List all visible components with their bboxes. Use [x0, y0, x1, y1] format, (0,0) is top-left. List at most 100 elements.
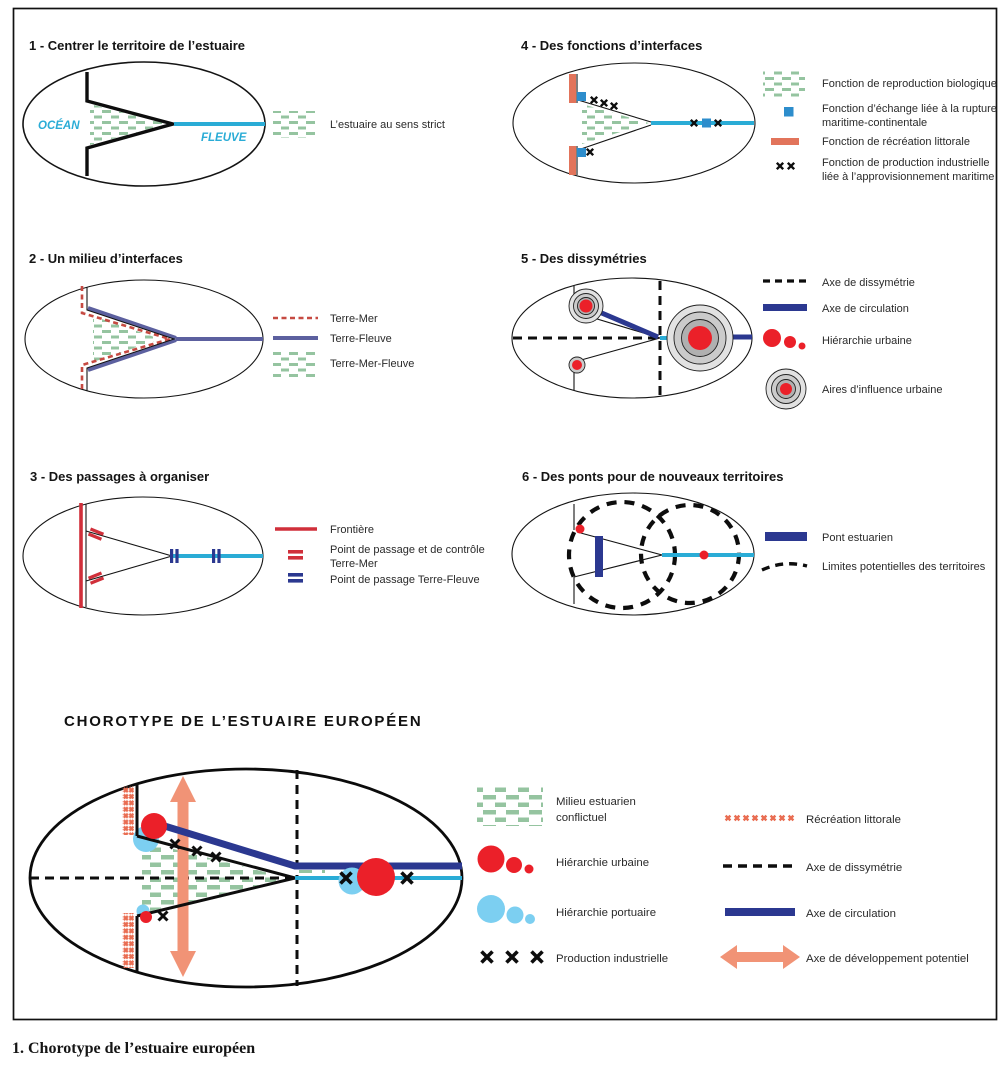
panel-1-legend: L’estuaire au sens strict [273, 111, 445, 138]
legend-label: Axe de circulation [822, 303, 909, 315]
panel-3: 3 - Des passages à organiser Frontière [22, 469, 485, 616]
panel-5-title: 5 - Des dissymétries [521, 251, 647, 266]
terre-mer-dashed-line [80, 286, 175, 392]
legend-label: L’estuaire au sens strict [330, 119, 445, 131]
circulation-axis [156, 820, 462, 870]
panel-4-legend: Fonction de reproduction biologique Fonc… [763, 71, 997, 183]
figure-caption: 1. Chorotype de l’estuaire européen [12, 1040, 255, 1057]
legend-label: liée à l’approvisionnement maritime [822, 171, 994, 183]
salmon-arrow-icon [720, 945, 800, 969]
panel-3-title: 3 - Des passages à organiser [30, 469, 209, 484]
panel-1: 1 - Centrer le territoire de l’estuaire … [22, 38, 445, 187]
city-circle-east-major [357, 858, 395, 896]
legend-label: Hiérarchie urbaine [822, 335, 912, 347]
legend-label: Terre-Mer [330, 558, 378, 570]
navy-bar-icon [765, 532, 807, 541]
chorotype-panel: CHOROTYPE DE L’ESTUAIRE EUROPÉEN [28, 713, 464, 989]
panel-1-title: 1 - Centrer le territoire de l’estuaire [29, 38, 245, 53]
green-dashes-icon [477, 786, 543, 826]
green-dashes-icon [763, 71, 805, 98]
exchange-square [702, 118, 711, 128]
legend-label: Production industrielle [556, 953, 668, 965]
legend-label: Axe de circulation [806, 908, 896, 920]
legend-label: maritime-continentale [822, 117, 927, 129]
legend-label: Point de passage Terre-Fleuve [330, 574, 480, 586]
exchange-square [577, 92, 586, 101]
fleuve-label: FLEUVE [201, 132, 247, 144]
urban-influence-city-large [666, 304, 734, 372]
influence-rings-icon [765, 368, 807, 410]
territory-ellipse [512, 62, 756, 184]
legend-label: Hiérarchie urbaine [556, 857, 649, 869]
navy-line-icon [725, 908, 795, 916]
urban-influence-city [568, 288, 604, 324]
coast-and-funnel-line [86, 287, 176, 391]
coast-and-funnel-line [576, 74, 652, 175]
legend-label: Fonction de récréation littorale [822, 136, 970, 148]
navy-line-icon [763, 304, 807, 311]
panel-6-title: 6 - Des ponts pour de nouveaux territoir… [522, 469, 784, 484]
city-circle-major [141, 813, 167, 839]
chorotype-legend-right: Récréation littorale Axe de dissymétrie … [720, 814, 969, 969]
legend-label: Fonction de reproduction biologique [822, 78, 997, 90]
legend-label: Fonction d’échange liée à la rupture [822, 103, 997, 115]
potential-development-axis-arrow [170, 776, 196, 977]
passage-terre-mer-marker [87, 571, 105, 585]
chorotype-title: CHOROTYPE DE L’ESTUAIRE EUROPÉEN [64, 713, 422, 730]
red-double-bar-icon [288, 550, 303, 560]
legend-label: Axe de développement potentiel [806, 953, 969, 965]
green-dashes-icon [273, 111, 315, 138]
navy-double-bar-icon [288, 573, 303, 583]
legend-label: Terre-Fleuve [330, 333, 392, 345]
panel-2: 2 - Un milieu d’interfaces Terre-Mer Ter… [24, 251, 414, 399]
coral-bar-icon [771, 138, 799, 145]
panel-4-title: 4 - Des fonctions d’interfaces [521, 38, 702, 53]
blue-square-icon [784, 107, 794, 117]
legend-label: Fonction de production industrielle [822, 157, 990, 169]
panel-2-title: 2 - Un milieu d’interfaces [29, 251, 183, 266]
chorotype-legend-left: Milieu estuarien conflictuel Hiérarchie … [477, 786, 668, 965]
urban-influence-city-small [568, 356, 586, 374]
legend-label: Frontière [330, 524, 374, 536]
city-dot [699, 550, 709, 560]
passage-terre-mer-marker [87, 527, 105, 541]
city-circle-minor [140, 911, 152, 923]
littoral-recreation-x-column [122, 913, 134, 968]
coast-and-funnel-line [85, 72, 180, 176]
green-dashes-icon [273, 351, 315, 378]
city-dot [575, 524, 585, 534]
legend-label: Limites potentielles des territoires [822, 561, 986, 573]
terre-fleuve-line [87, 306, 263, 372]
littoral-recreation-x-column [122, 786, 134, 835]
panel-6-legend: Pont estuarien Limites potentielles des … [761, 532, 986, 573]
legend-label: Hiérarchie portuaire [556, 907, 656, 919]
littoral-recreation-bar [569, 146, 576, 175]
reproduction-zone [582, 104, 649, 144]
legend-label: Point de passage et de contrôle [330, 544, 485, 556]
exchange-square [577, 148, 586, 157]
legend-label: Pont estuarien [822, 532, 893, 544]
legend-label: conflictuel [556, 812, 607, 824]
estuary-bridge-bar [595, 536, 603, 577]
legend-label: Terre-Mer-Fleuve [330, 358, 414, 370]
legend-label: Aires d’influence urbaine [822, 384, 942, 396]
passage-terre-fleuve-marker [170, 549, 221, 563]
legend-label: Récréation littorale [806, 814, 901, 826]
dashed-arc-icon [761, 562, 808, 572]
littoral-recreation-bar [569, 74, 576, 103]
panel-5-legend: Axe de dissymétrie Axe de circulation Hi… [763, 277, 942, 410]
blue-circles-icon [477, 895, 535, 924]
panel-2-legend: Terre-Mer Terre-Fleuve Terre-Mer-Fleuve [273, 313, 414, 378]
panel-4: 4 - Des fonctions d’interfaces Fonction … [512, 38, 997, 184]
terre-mer-fleuve-zone [93, 316, 160, 362]
red-circles-icon [763, 329, 806, 350]
legend-label: Terre-Mer [330, 313, 378, 325]
panel-6: 6 - Des ponts pour de nouveaux territoir… [511, 469, 986, 616]
red-circles-icon [477, 845, 534, 874]
panel-5: 5 - Des dissymétries Axe de dissymétrie [511, 251, 942, 410]
legend-label: Milieu estuarien [556, 796, 636, 808]
estuary-strict-zone [90, 104, 167, 145]
ocean-label: OCÉAN [38, 119, 80, 132]
